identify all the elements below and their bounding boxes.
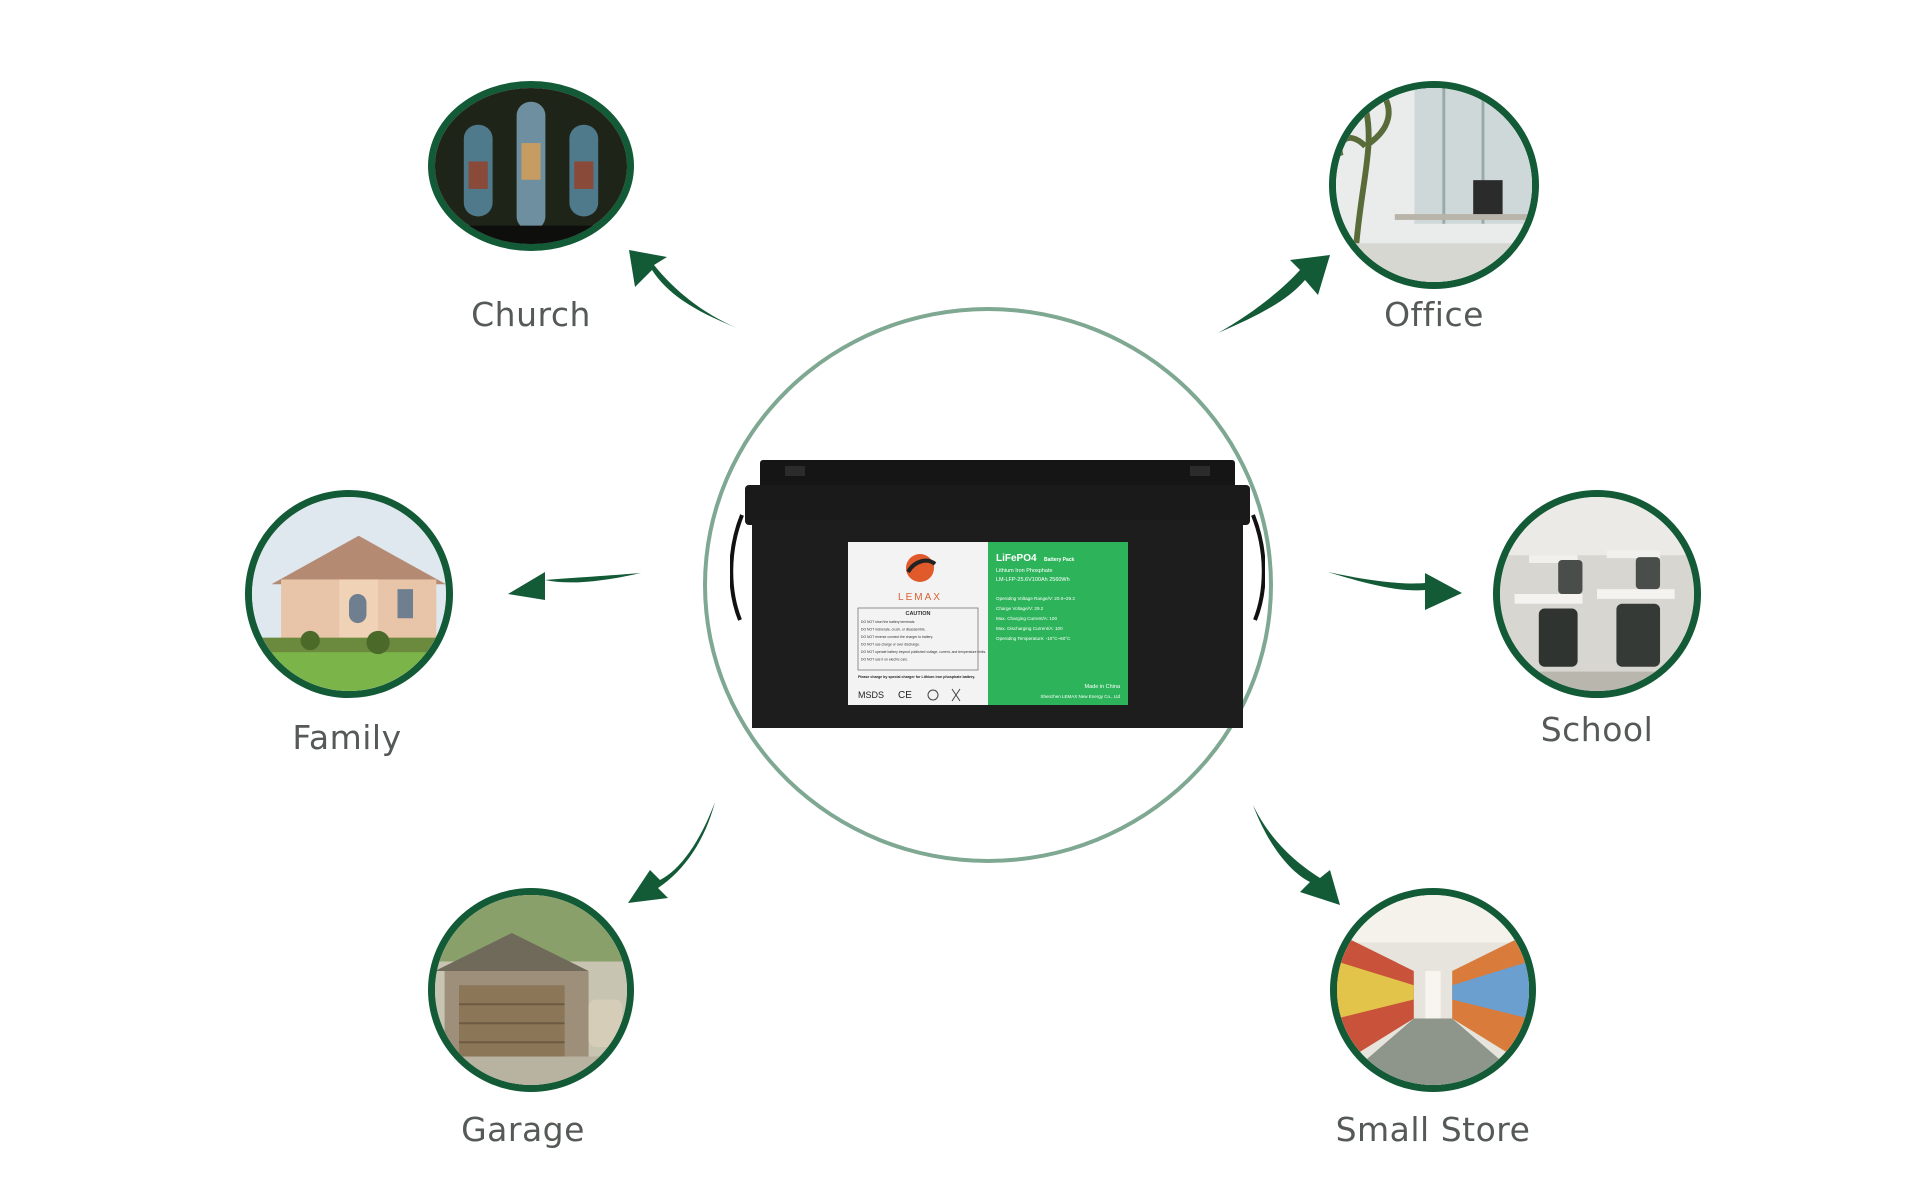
battery-spec-line: Max. Discharging Current/A: 100 bbox=[996, 626, 1063, 631]
family-image bbox=[245, 490, 453, 698]
battery-caution-line: DO NOT short the battery terminals. bbox=[861, 620, 915, 624]
battery-made-in: Made in China bbox=[1085, 684, 1121, 690]
label-school: School bbox=[1540, 710, 1654, 749]
battery-ce: CE bbox=[898, 690, 912, 701]
church-image bbox=[428, 81, 634, 251]
battery-caution-line: DO NOT use charge or over discharge. bbox=[861, 643, 920, 647]
recycle-icon bbox=[927, 689, 939, 701]
arrow-to-family bbox=[508, 572, 641, 600]
label-store: Small Store bbox=[1335, 1110, 1531, 1149]
svg-text:LiFePO4 Battery Pack: LiFePO4 Battery Pack bbox=[996, 548, 1075, 565]
battery-spec-line: Operating Temperature: -10°C~60°C bbox=[996, 636, 1071, 641]
battery-caution-line: DO NOT reverse connect the charger to ba… bbox=[861, 635, 933, 639]
battery-caution-line: DO NOT incinerate, crush, or disassemble… bbox=[861, 628, 926, 632]
bin-crossed-icon bbox=[951, 688, 961, 702]
label-family: Family bbox=[292, 718, 402, 757]
office-image bbox=[1329, 81, 1539, 289]
battery-type: Lithium Iron Phosphate bbox=[996, 568, 1053, 574]
battery-brand: LEMAX bbox=[898, 592, 942, 603]
battery-maker: Shenzhen LEMAX New Energy Co., Ltd bbox=[1040, 694, 1120, 699]
arrow-to-store bbox=[1253, 805, 1340, 905]
garage-image bbox=[428, 888, 634, 1092]
battery-spec-line: Operating Voltage Range/V: 20.0~29.2 bbox=[996, 596, 1075, 601]
label-office: Office bbox=[1384, 295, 1484, 334]
arrow-to-school bbox=[1328, 572, 1462, 610]
battery-image: LEMAX CAUTION DO NOT short the battery t… bbox=[730, 460, 1265, 728]
arrow-to-garage bbox=[628, 802, 715, 903]
label-church: Church bbox=[471, 295, 591, 334]
battery-charge-note: Please charge by special charger for Lit… bbox=[858, 675, 975, 679]
battery-caution-line: DO NOT use it on electric cars. bbox=[861, 658, 908, 662]
label-garage: Garage bbox=[461, 1110, 585, 1149]
battery-spec-line: Charge Voltage/V: 29.2 bbox=[996, 606, 1044, 611]
battery-spec-line: Max. Charging Current/A: 100 bbox=[996, 616, 1057, 621]
battery-msds: MSDS bbox=[858, 690, 884, 700]
store-image bbox=[1330, 888, 1536, 1092]
battery-caution-line: DO NOT operate battery beyond published … bbox=[861, 650, 986, 654]
battery-model: LM-LFP-25.6V100Ah 2560Wh bbox=[996, 577, 1070, 583]
battery-pack: Battery Pack bbox=[1044, 557, 1075, 563]
battery-caution: CAUTION bbox=[905, 611, 930, 617]
school-image bbox=[1493, 490, 1701, 698]
battery-chem: LiFePO4 bbox=[996, 553, 1037, 564]
center-ring bbox=[703, 307, 1273, 863]
